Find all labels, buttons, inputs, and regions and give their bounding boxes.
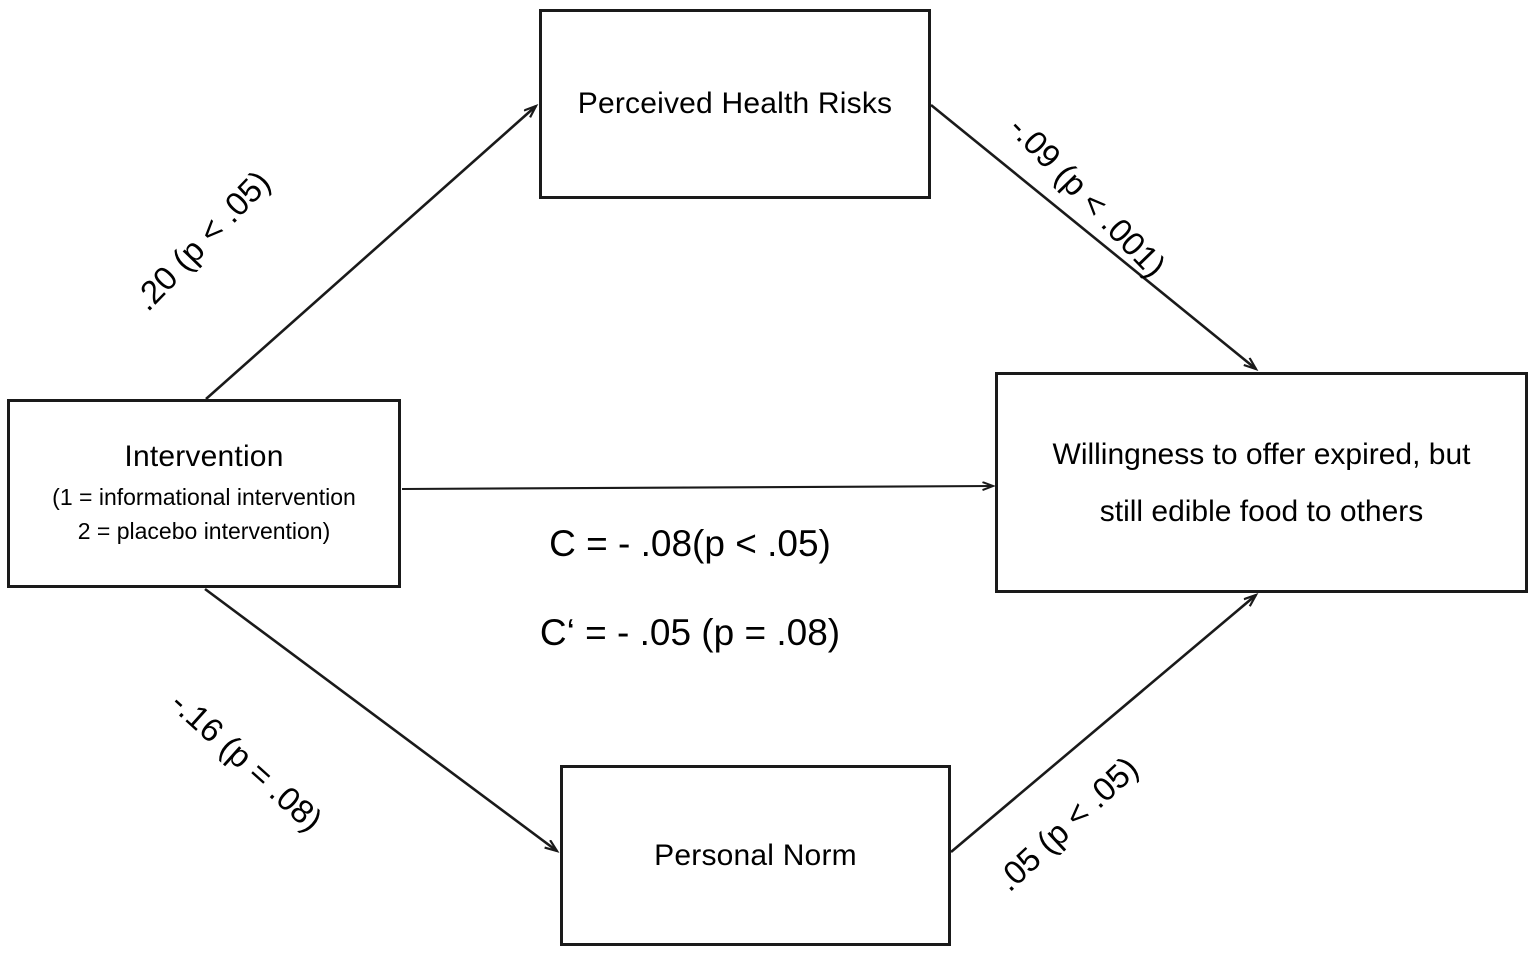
node-intervention-coding-line-1: (1 = informational intervention	[52, 483, 356, 510]
node-personal-norm-title: Personal Norm	[654, 838, 857, 872]
node-intervention-coding-line-2: 2 = placebo intervention)	[77, 518, 331, 545]
path-arrow-a2	[204, 587, 557, 851]
node-willingness-line-1: Willingness to offer expired, but	[1052, 437, 1471, 471]
path-arrow-b1	[930, 103, 1256, 369]
path-arrow-a1	[205, 106, 536, 400]
node-willingness-line-2: still edible food to others	[1099, 494, 1424, 528]
path-arrow-b2	[950, 595, 1256, 853]
node-intervention-title: Intervention	[124, 440, 284, 474]
node-intervention[interactable]: Intervention (1 = informational interven…	[7, 399, 401, 588]
node-perceived-health-risks-title: Perceived Health Risks	[577, 87, 893, 121]
node-willingness-outcome[interactable]: Willingness to offer expired, but still …	[995, 372, 1528, 593]
path-label-c-total: C = - .08(p < .05)	[549, 523, 831, 564]
path-arrow-c-direct	[401, 486, 993, 489]
path-label-c-direct: C‘ = - .05 (p = .08)	[539, 612, 841, 653]
node-personal-norm[interactable]: Personal Norm	[560, 765, 951, 946]
node-perceived-health-risks[interactable]: Perceived Health Risks	[539, 9, 931, 199]
